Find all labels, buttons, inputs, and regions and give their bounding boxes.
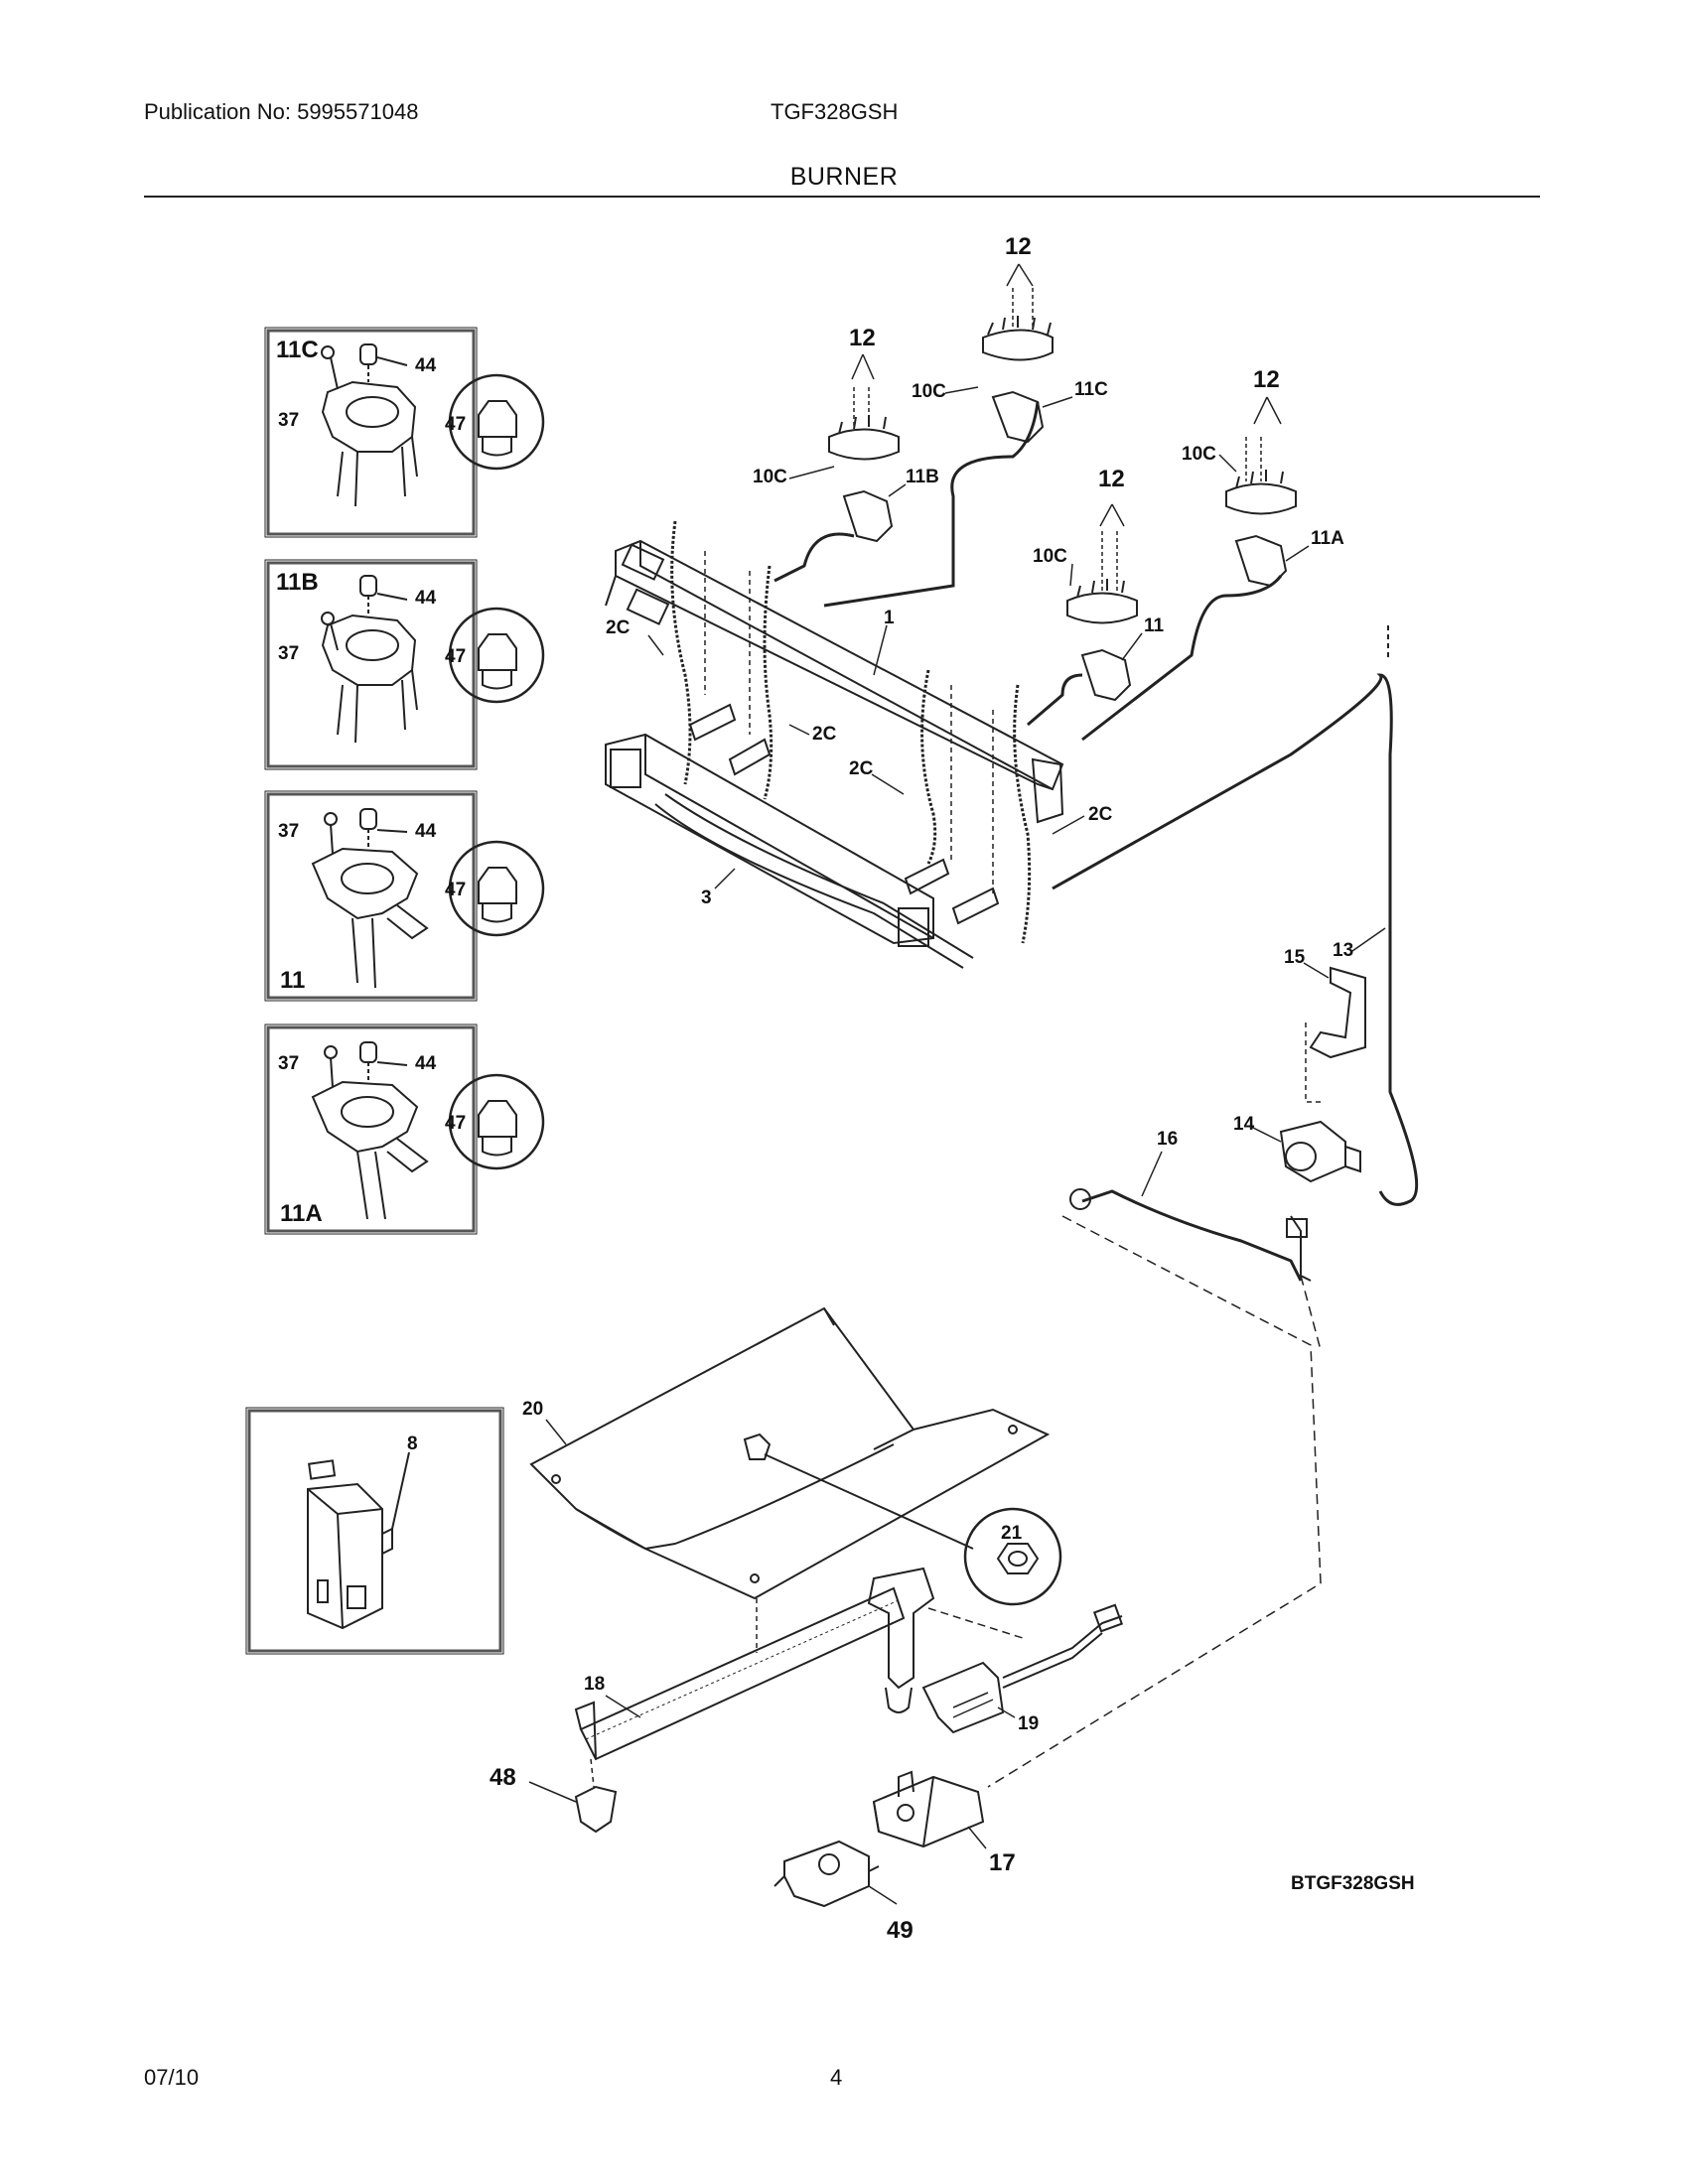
inset-11: [264, 790, 545, 1002]
callout-2c-d: 2C: [1088, 804, 1113, 825]
inset-11b-id: 11B: [276, 569, 319, 596]
callout-18: 18: [584, 1674, 605, 1695]
callout-10c-left: 10C: [753, 467, 787, 487]
callout-3: 3: [701, 887, 712, 908]
inset-11b-circle: 47: [445, 646, 466, 667]
callout-13: 13: [1333, 940, 1353, 961]
inset-11-cap: 44: [415, 821, 437, 842]
callout-17: 17: [989, 1849, 1016, 1876]
callout-11c: 11C: [1074, 379, 1108, 400]
model-number: TGF328GSH: [771, 99, 899, 124]
inset-11b: [264, 559, 545, 770]
callout-2c-b: 2C: [812, 724, 837, 745]
callout-19: 19: [1018, 1713, 1039, 1734]
lower-burner-assembly: [529, 1306, 1124, 1908]
manifold-assembly: [605, 520, 1064, 969]
callout-14: 14: [1233, 1114, 1255, 1135]
inset-11a-cap: 44: [415, 1053, 437, 1074]
inset-11a-id: 11A: [280, 1200, 323, 1227]
inset-11a-circle: 47: [445, 1113, 466, 1134]
inset-11-circle: 47: [445, 880, 466, 900]
inset-8: [245, 1407, 504, 1655]
callout-12-right: 12: [1253, 366, 1280, 393]
callout-12-top: 12: [1005, 233, 1032, 260]
callout-20: 20: [522, 1399, 543, 1420]
callout-12-center: 12: [1098, 466, 1125, 492]
footer-date: 07/10: [144, 2065, 200, 2090]
callout-10c-top: 10C: [912, 381, 946, 402]
leader-lines: [528, 263, 1386, 1905]
inset-11-id: 11: [280, 967, 305, 994]
page-title: BURNER: [789, 163, 899, 191]
callout-10c-right: 10C: [1182, 444, 1216, 465]
callout-49: 49: [887, 1917, 914, 1944]
drawing-id: BTGF328GSH: [1291, 1873, 1415, 1894]
callout-labels: 11C 37 44 47 11B 37 44 47 37 44 47 11 37…: [276, 233, 1415, 1944]
callout-12-left: 12: [849, 325, 876, 351]
regulator-assembly: [987, 966, 1366, 1788]
callout-10c-center: 10C: [1033, 546, 1067, 567]
publication-number: Publication No: 5995571048: [144, 99, 419, 124]
callout-15: 15: [1284, 947, 1306, 968]
callout-11: 11: [1144, 615, 1165, 636]
page-number: 4: [830, 2065, 843, 2090]
inset-11a: [264, 1024, 545, 1235]
callout-16: 16: [1157, 1129, 1178, 1150]
callout-1: 1: [884, 608, 895, 628]
callout-21: 21: [1001, 1523, 1023, 1544]
callout-2c-a: 2C: [606, 617, 631, 638]
header-rule: [144, 196, 1540, 198]
inset-11c-screw: 37: [278, 410, 299, 431]
inset-11b-screw: 37: [278, 643, 299, 664]
inset-11a-screw: 37: [278, 1053, 299, 1074]
callout-11a: 11A: [1311, 528, 1344, 549]
callout-2c-c: 2C: [849, 758, 874, 779]
inset-11b-cap: 44: [415, 588, 437, 609]
inset-8-id: 8: [407, 1433, 418, 1454]
inset-11c-cap: 44: [415, 355, 437, 376]
inset-11-screw: 37: [278, 821, 299, 842]
callout-48: 48: [490, 1764, 516, 1791]
inset-11c-circle: 47: [445, 414, 466, 435]
callout-11b: 11B: [906, 467, 939, 487]
inset-11c: [264, 327, 545, 538]
burner-heads: [774, 288, 1419, 1206]
inset-11c-id: 11C: [276, 337, 319, 363]
